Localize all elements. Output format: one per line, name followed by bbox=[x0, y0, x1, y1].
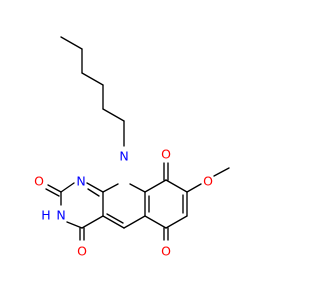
bond-layer bbox=[45, 36, 230, 241]
bond-c4-c4a bbox=[81, 215, 104, 229]
bond-c5-c4a bbox=[102, 215, 125, 229]
bond-c2-o2-b bbox=[45, 188, 60, 197]
atom-o9-label: O bbox=[161, 147, 171, 162]
atom-o4-label: O bbox=[77, 244, 87, 259]
bond-c6-c5a bbox=[144, 215, 167, 229]
bond-c10a-n1-a bbox=[86, 182, 104, 193]
atom-o8-label: O bbox=[203, 174, 213, 189]
bond-chain-4 bbox=[81, 72, 104, 86]
bond-c9-c8 bbox=[165, 179, 188, 193]
atom-o6-label: O bbox=[161, 244, 171, 259]
bond-n1-c2 bbox=[60, 182, 75, 193]
bond-chain-6 bbox=[60, 36, 83, 50]
atom-h3-label: H bbox=[41, 208, 50, 223]
bond-c5a-c5 bbox=[123, 215, 146, 229]
bond-c7-c6 bbox=[165, 215, 188, 229]
bond-n10-c10a bbox=[102, 183, 119, 193]
bond-c5-c4a-inner bbox=[106, 213, 124, 224]
bond-chain-2 bbox=[102, 108, 125, 122]
bond-n3-c4 bbox=[66, 221, 83, 229]
atom-o2-label: O bbox=[34, 174, 44, 189]
bond-c2-o2-a bbox=[47, 184, 62, 193]
bond-n10-c9a bbox=[129, 183, 146, 193]
atom-n3-label: N bbox=[56, 208, 65, 223]
atom-n1-label: N bbox=[76, 174, 85, 189]
atom-n10-label: N bbox=[119, 149, 128, 164]
bond-c9a-c9 bbox=[144, 179, 167, 193]
bond-c8-o8 bbox=[186, 183, 202, 193]
molecule-structure-diagram: N N N H O O O O O bbox=[34, 36, 230, 259]
bond-c10a-n1-b bbox=[87, 188, 100, 197]
atom-label-layer: N N N H O O O O O bbox=[34, 147, 213, 259]
bond-o8-methyl bbox=[213, 167, 230, 177]
